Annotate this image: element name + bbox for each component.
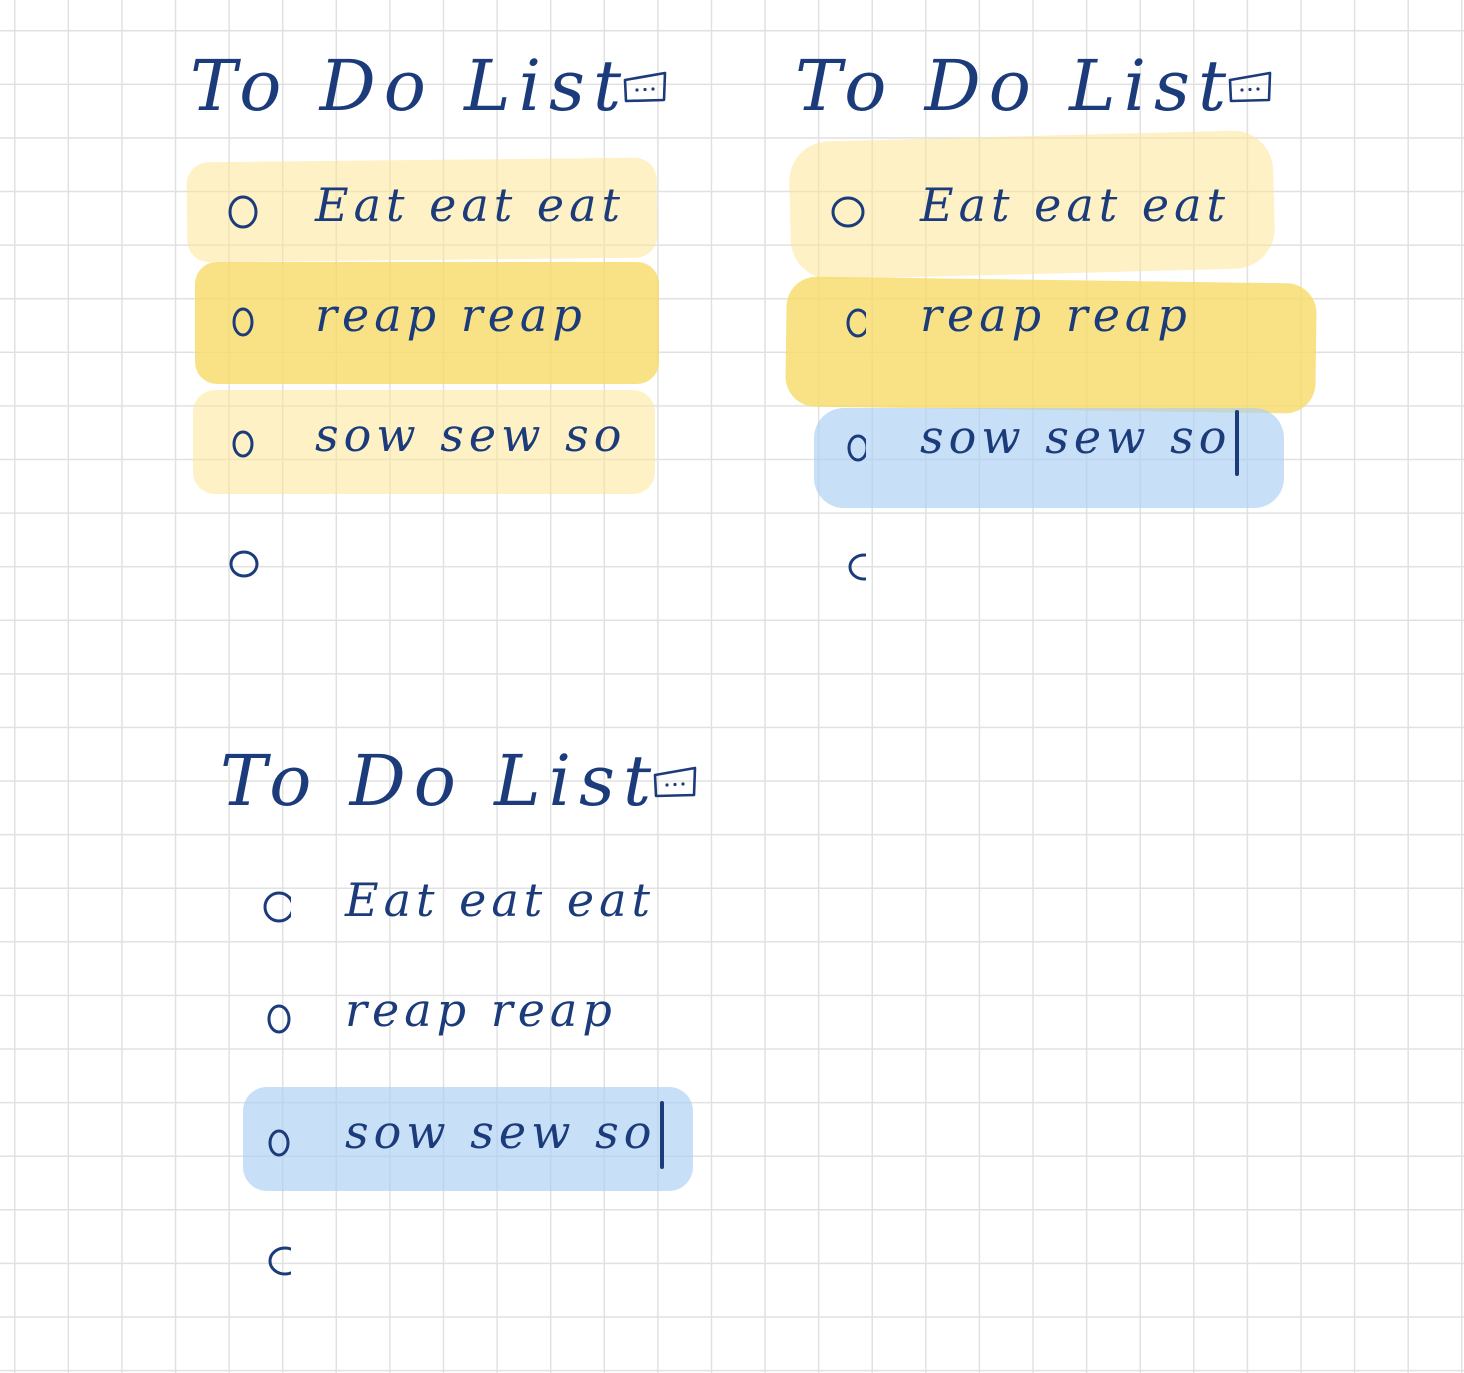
bullet-circle-icon[interactable] xyxy=(830,424,866,464)
highlight-stroke xyxy=(195,262,659,384)
item-text[interactable]: sow sew so xyxy=(315,408,627,462)
list-title: To Do List xyxy=(795,45,1235,127)
list-title: To Do List xyxy=(190,45,630,127)
list-item[interactable]: reap reap xyxy=(225,280,655,360)
list-item[interactable] xyxy=(830,524,1260,604)
bullet-circle-icon[interactable] xyxy=(225,422,261,462)
item-text[interactable]: Eat eat eat xyxy=(920,178,1230,232)
bullet-circle-icon[interactable] xyxy=(255,1239,291,1279)
bullet-circle-icon[interactable] xyxy=(225,302,261,342)
list-item[interactable]: sow sew so xyxy=(255,1097,685,1177)
item-text[interactable]: sow sew so xyxy=(920,410,1232,464)
note-menu-icon[interactable] xyxy=(620,68,670,108)
bullet-circle-icon[interactable] xyxy=(255,1119,291,1159)
bullet-circle-icon[interactable] xyxy=(255,997,291,1037)
bullet-circle-icon[interactable] xyxy=(225,542,261,582)
todo-list: To Do List Eat eat eat reap reap sow sew… xyxy=(785,40,1317,660)
item-text[interactable]: reap reap xyxy=(345,983,617,1037)
highlight-stroke xyxy=(243,1087,693,1191)
text-cursor xyxy=(660,1101,664,1169)
highlight-stroke xyxy=(193,390,655,494)
list-item[interactable]: Eat eat eat xyxy=(830,170,1260,250)
highlight-stroke xyxy=(814,408,1284,508)
list-item[interactable]: reap reap xyxy=(830,280,1260,360)
list-item[interactable] xyxy=(255,1217,685,1297)
bullet-circle-icon[interactable] xyxy=(830,192,866,232)
list-item[interactable]: reap reap xyxy=(255,975,685,1055)
text-cursor xyxy=(1235,410,1239,476)
bullet-circle-icon[interactable] xyxy=(225,192,261,232)
note-menu-icon[interactable] xyxy=(1225,68,1275,108)
todo-list: To Do List Eat eat eat reap reap sow sew… xyxy=(185,40,705,660)
item-text[interactable]: reap reap xyxy=(920,288,1192,342)
bullet-circle-icon[interactable] xyxy=(830,546,866,586)
list-item[interactable]: Eat eat eat xyxy=(255,865,685,945)
list-title: To Do List xyxy=(220,740,660,822)
todo-list: To Do List Eat eat eat reap reap sow sew… xyxy=(215,735,735,1355)
bullet-circle-icon[interactable] xyxy=(830,302,866,342)
item-text[interactable]: Eat eat eat xyxy=(345,873,655,927)
note-menu-icon[interactable] xyxy=(650,763,700,803)
list-item[interactable]: sow sew so xyxy=(225,400,655,480)
list-item[interactable] xyxy=(225,520,655,600)
list-item[interactable]: sow sew so xyxy=(830,402,1290,482)
list-item[interactable]: Eat eat eat xyxy=(225,170,655,250)
item-text[interactable]: Eat eat eat xyxy=(315,178,625,232)
item-text[interactable]: reap reap xyxy=(315,288,587,342)
item-text[interactable]: sow sew so xyxy=(345,1105,657,1159)
bullet-circle-icon[interactable] xyxy=(255,887,291,927)
